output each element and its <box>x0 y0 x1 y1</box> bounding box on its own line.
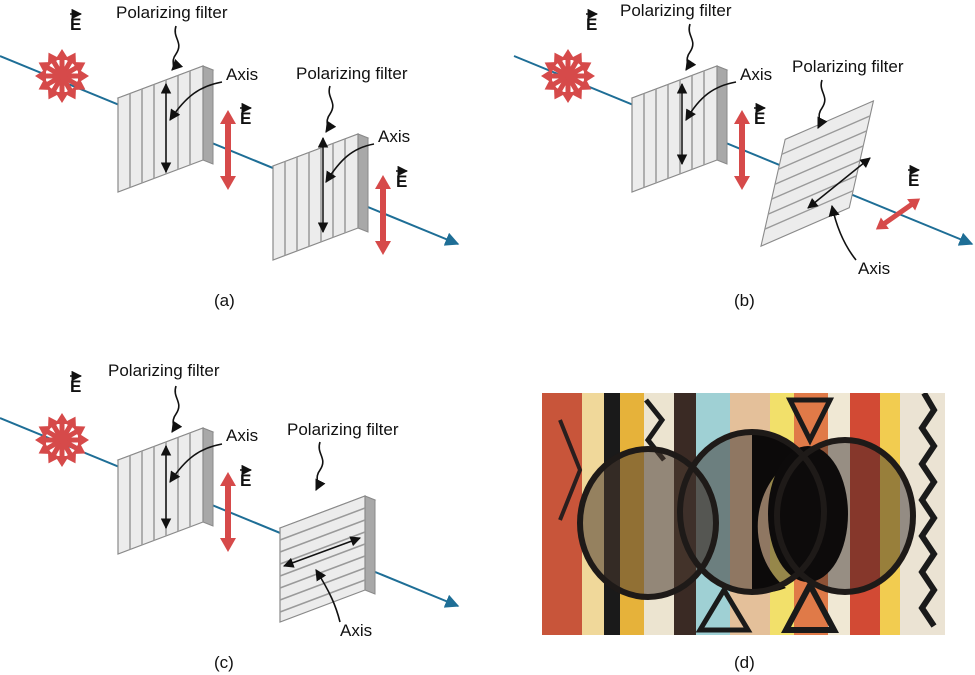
e-field-label: E <box>70 15 81 34</box>
axis-label: Axis <box>378 127 410 146</box>
e-field-label: E <box>70 377 81 396</box>
polarizing-filter-2 <box>279 495 376 623</box>
panel-caption: (a) <box>214 291 235 310</box>
panel-a: E Polarizing filter Axis E Polarizing fi… <box>0 3 460 310</box>
axis-label: Axis <box>226 65 258 84</box>
polarizing-filter-label: Polarizing filter <box>792 57 904 76</box>
panel-b: E Polarizing filter Axis E Polarizing fi… <box>513 1 974 310</box>
axis-label: Axis <box>858 259 890 278</box>
transmitted-field-arrow <box>871 192 925 236</box>
polarizing-filter-2 <box>272 133 369 261</box>
polarizing-filter-label: Polarizing filter <box>108 361 220 380</box>
polarizing-filter-label: Polarizing filter <box>296 64 408 83</box>
axis-label: Axis <box>740 65 772 84</box>
polarizing-filter-label: Polarizing filter <box>287 420 399 439</box>
e-field-label: E <box>908 171 919 190</box>
unpolarized-light-icon <box>35 413 89 467</box>
axis-label: Axis <box>340 621 372 640</box>
panel-caption: (b) <box>734 291 755 310</box>
polarizing-filter-1 <box>631 65 728 193</box>
polarizing-filter-label: Polarizing filter <box>620 1 732 20</box>
transmitted-field-arrow <box>220 472 236 552</box>
e-field-label: E <box>240 109 251 128</box>
unpolarized-light-icon <box>541 49 595 103</box>
axis-arrow <box>807 157 871 209</box>
axis-label: Axis <box>226 426 258 445</box>
polarizer-photo <box>542 393 945 635</box>
panel-caption: (d) <box>734 653 755 672</box>
transmitted-field-arrow <box>734 110 750 190</box>
unpolarized-light-icon <box>35 49 89 103</box>
e-field-label: E <box>396 172 407 191</box>
polarizing-filter-2 <box>760 100 875 248</box>
e-field-label: E <box>586 15 597 34</box>
transmitted-field-arrow <box>220 110 236 190</box>
e-field-label: E <box>754 109 765 128</box>
panel-caption: (c) <box>214 653 234 672</box>
e-field-label: E <box>240 471 251 490</box>
panel-c: E Polarizing filter Axis E Polarizing fi… <box>0 361 460 672</box>
axis-arrow <box>283 536 361 568</box>
polarizing-filter-label: Polarizing filter <box>116 3 228 22</box>
